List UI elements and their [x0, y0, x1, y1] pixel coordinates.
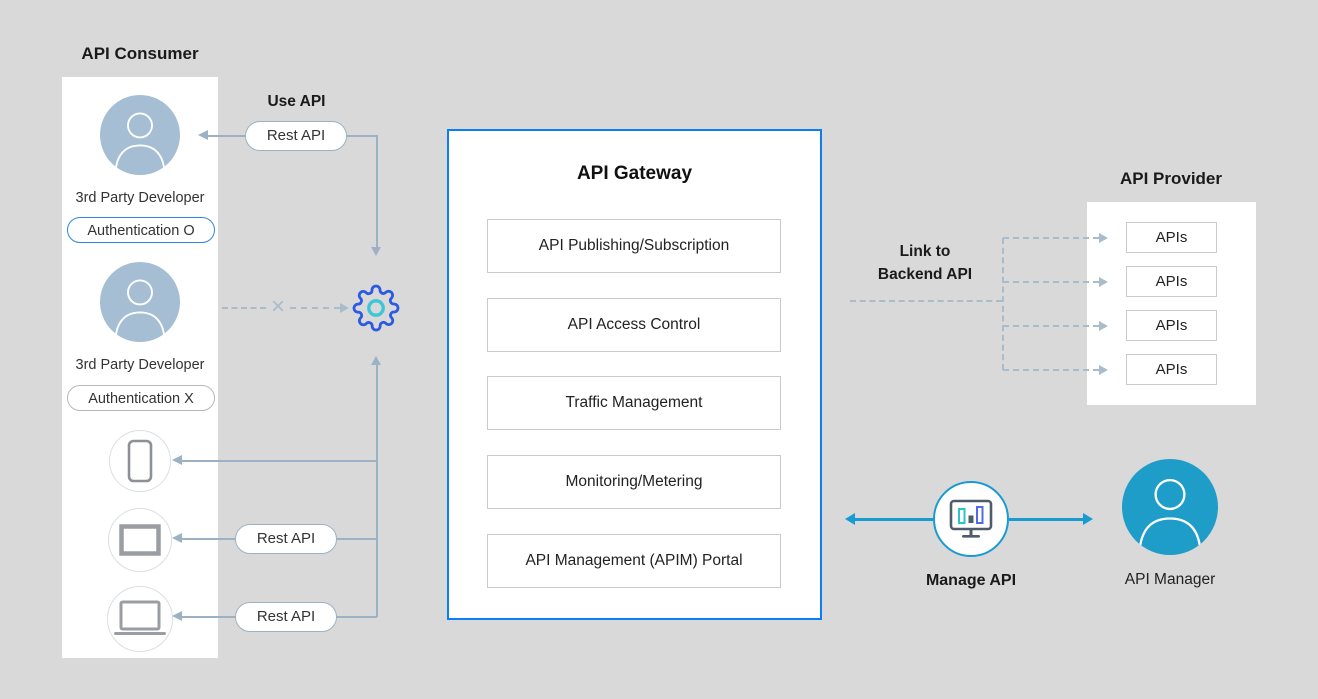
developer-avatar-icon	[100, 95, 180, 175]
smartphone-icon	[127, 439, 153, 483]
gateway-module: API Access Control	[487, 298, 781, 352]
arrowhead-right-dashed-icon	[1099, 365, 1108, 375]
monitor-chart-icon	[949, 499, 993, 538]
dashed-backend-branch	[1003, 237, 1099, 239]
arrowhead-right-dashed-icon	[1099, 321, 1108, 331]
apis-box: APIs	[1126, 310, 1217, 341]
dashed-backend-branch	[1003, 281, 1099, 283]
authentication-ok-badge: Authentication O	[67, 217, 215, 243]
dashed-blocked-line-right	[290, 307, 340, 309]
arrowhead-right-dashed-icon	[340, 303, 349, 313]
api-manager-label: API Manager	[1124, 571, 1216, 588]
provider-title: API Provider	[1119, 169, 1223, 188]
gateway-title: API Gateway	[576, 163, 693, 184]
arrowhead-left-icon	[172, 533, 182, 543]
line-rest-to-gear	[347, 135, 378, 137]
backend-link-label-line2: Backend API	[877, 266, 973, 283]
arrowhead-down-icon	[371, 247, 381, 256]
arrowhead-left-cyan-icon	[845, 513, 855, 525]
consumer-title: API Consumer	[81, 44, 199, 63]
arrowhead-up-icon	[371, 356, 381, 365]
apis-box: APIs	[1126, 266, 1217, 297]
use-api-label: Use API	[267, 93, 326, 110]
dashed-backend-spine	[1002, 238, 1004, 370]
apis-box: APIs	[1126, 354, 1217, 385]
developer-avatar-icon	[100, 262, 180, 342]
manage-arrow-left-line	[853, 518, 933, 521]
manage-api-node	[933, 481, 1009, 557]
smartphone-device	[109, 430, 171, 492]
line-down-to-gear	[376, 135, 378, 247]
gateway-module: Traffic Management	[487, 376, 781, 430]
backend-link-label-line1: Link to	[899, 243, 951, 260]
rest-api-pill-middle: Rest API	[235, 524, 337, 554]
gateway-module: API Publishing/Subscription	[487, 219, 781, 273]
dashed-backend-trunk	[850, 300, 1002, 302]
rest-api-pill-top: Rest API	[245, 121, 347, 151]
arrowhead-right-dashed-icon	[1099, 233, 1108, 243]
tablet-icon	[119, 524, 161, 556]
dashed-blocked-line-left	[222, 307, 266, 309]
gateway-module: API Management (APIM) Portal	[487, 534, 781, 588]
line-devices-spine	[376, 365, 378, 617]
arrowhead-right-cyan-icon	[1083, 513, 1093, 525]
manage-arrow-right-line	[1009, 518, 1083, 521]
gateway-module: Monitoring/Metering	[487, 455, 781, 509]
api-manager-avatar-icon	[1122, 459, 1218, 555]
gear-icon	[352, 284, 400, 332]
laptop-device	[107, 586, 173, 652]
arrow-line-rest-to-developer	[208, 135, 245, 137]
arrowhead-left-icon	[172, 611, 182, 621]
manage-api-label: Manage API	[925, 572, 1017, 589]
arrow-line-to-smartphone	[182, 460, 377, 462]
rest-api-pill-bottom: Rest API	[235, 602, 337, 632]
apis-box: APIs	[1126, 222, 1217, 253]
laptop-icon	[114, 600, 166, 635]
blocked-x-icon: ×	[270, 293, 285, 320]
dashed-backend-branch	[1003, 369, 1099, 371]
authentication-x-badge: Authentication X	[67, 385, 215, 411]
arrowhead-right-dashed-icon	[1099, 277, 1108, 287]
developer-label: 3rd Party Developer	[75, 190, 205, 206]
arrowhead-left-icon	[198, 130, 208, 140]
developer-label: 3rd Party Developer	[75, 357, 205, 373]
dashed-backend-branch	[1003, 325, 1099, 327]
arrowhead-left-icon	[172, 455, 182, 465]
tablet-device	[108, 508, 172, 572]
